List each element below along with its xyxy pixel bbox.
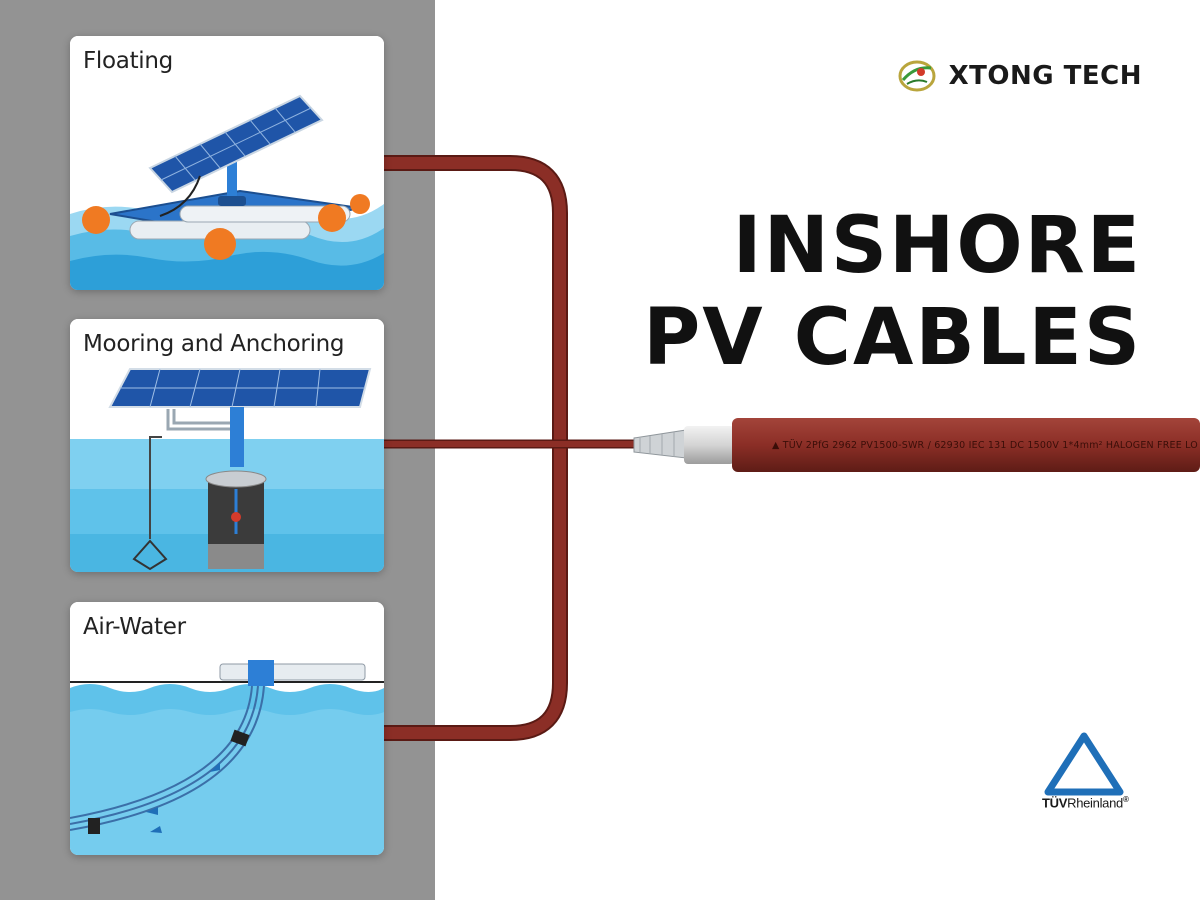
headline-line-2: PV CABLES <box>643 293 1142 383</box>
scenario-card-mooring: Mooring and Anchoring <box>70 319 384 572</box>
cable-print-marking: ▲ TÜV 2PfG 2962 PV1500-SWR / 62930 IEC 1… <box>772 440 1198 451</box>
floating-solar-platform-icon <box>70 36 384 290</box>
scenario-title-air-water: Air-Water <box>83 614 186 640</box>
swoosh-globe-logo-icon <box>898 60 936 92</box>
brand-name: XTONG TECH <box>948 61 1142 91</box>
submerged-cable-air-water-icon <box>70 602 384 855</box>
certification-label: TÜVRheinland® <box>1042 795 1129 810</box>
headline-line-1: INSHORE <box>732 201 1142 291</box>
tuv-rheinland-triangle-icon <box>1044 732 1124 796</box>
scenario-title-mooring: Mooring and Anchoring <box>83 331 345 357</box>
cert-brand-rest: Rheinland <box>1067 795 1123 811</box>
cert-brand-bold: TÜV <box>1042 795 1068 811</box>
mooring-anchored-solar-icon <box>70 319 384 572</box>
cert-registered-mark: ® <box>1122 795 1129 804</box>
pv-cable-product-icon <box>633 418 1200 472</box>
scenario-title-floating: Floating <box>83 48 173 74</box>
brand-header: XTONG TECH <box>897 58 1142 94</box>
scenario-card-air-water: Air-Water <box>70 602 384 855</box>
headline: INSHORE PV CABLES <box>643 200 1142 384</box>
scenario-card-floating: Floating <box>70 36 384 290</box>
